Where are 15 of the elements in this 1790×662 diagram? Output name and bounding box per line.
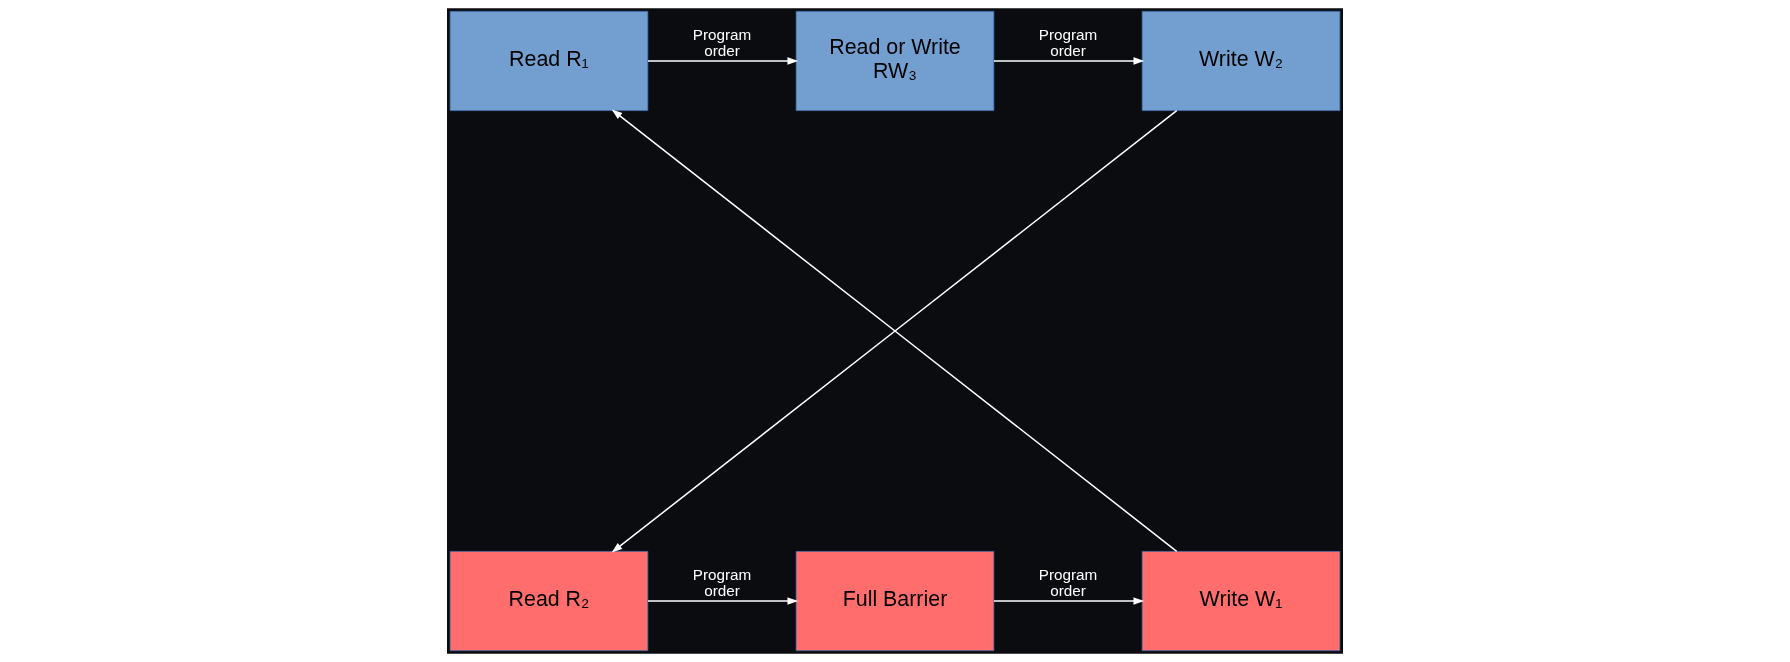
edge-label: Program order [692,565,752,600]
arrow [647,597,799,605]
edge-label: Program order [1038,565,1098,600]
node-box: Read R₂ [449,551,649,652]
node-box: Read R₁ [449,10,649,111]
edge-label: Program order [692,25,752,60]
arrow [993,597,1145,605]
node-box: Full Barrier [795,551,995,652]
arrow [611,109,1178,553]
node-box: Read or Write RW₃ [795,10,995,111]
node-box: Write W₂ [1141,10,1341,111]
arrow [647,57,799,65]
edge-label: Program order [1038,25,1098,60]
arrow [993,57,1145,65]
node-box: Write W₁ [1141,551,1341,652]
